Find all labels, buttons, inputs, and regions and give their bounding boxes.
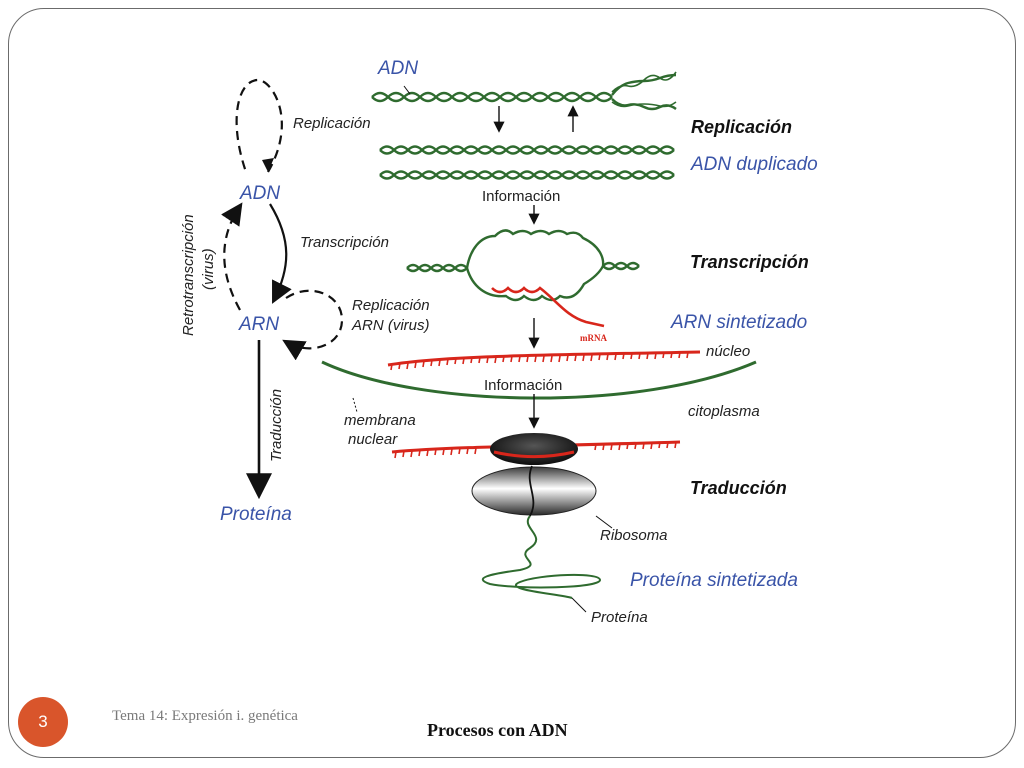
replicacion-heading: Replicación	[691, 117, 792, 137]
retrotranscripcion-virus-label: (virus)	[200, 248, 217, 290]
replicacion-loop-arrow	[235, 78, 283, 173]
adn-duplicado-label: ADN duplicado	[690, 154, 818, 175]
protein-chain	[482, 515, 602, 599]
right-process: mRNA ADN Replicación ADN duplicado Infor…	[321, 58, 818, 626]
traduccion-heading: Traducción	[690, 478, 787, 498]
slide-title: Procesos con ADN	[427, 720, 568, 740]
dna-duplicated-1	[379, 145, 675, 155]
proteina-label: Proteína	[591, 609, 648, 626]
retrotranscripcion-label: Retrotranscripción	[180, 214, 197, 336]
ribosoma-label: Ribosoma	[600, 527, 668, 544]
arn-sintetizado-label: ARN sintetizado	[670, 312, 807, 333]
ribosome-large-subunit	[490, 433, 578, 465]
slide-frame	[8, 8, 1016, 758]
replicacion-arn-label-1: Replicación	[352, 297, 430, 314]
citoplasma-label: citoplasma	[688, 403, 760, 420]
mrna-strand	[491, 286, 605, 328]
nuclear-membrane	[321, 360, 757, 400]
rna-nucleus	[387, 350, 701, 371]
retrotranscripcion-arrow	[221, 202, 243, 311]
replicacion-arn-loop	[282, 289, 344, 361]
adn-node: ADN	[239, 183, 280, 204]
mrna-label: mRNA	[580, 333, 607, 343]
nucleo-label: núcleo	[706, 343, 750, 360]
left-cycle: ADN ARN Proteína Replicación Transcripci…	[180, 78, 430, 525]
page-number-badge: 3	[18, 697, 68, 747]
membrana-label-2: nuclear	[348, 431, 398, 448]
footer-subject: Tema 14: Expresión i. genética	[112, 708, 298, 724]
proteina-node: Proteína	[220, 504, 292, 525]
ribosome-small-subunit	[471, 466, 597, 516]
replicacion-arn-label-2: ARN (virus)	[351, 317, 430, 334]
dna-helix-top	[371, 71, 677, 111]
transcripcion-label: Transcripción	[300, 234, 389, 251]
membrana-label-1: membrana	[344, 412, 416, 429]
traduccion-label: Traducción	[268, 389, 285, 462]
dna-duplicated-2	[379, 170, 675, 180]
transcription-bubble	[406, 229, 640, 302]
replicacion-label: Replicación	[293, 115, 371, 132]
informacion-label-1: Información	[482, 188, 560, 205]
proteina-sintetizada-label: Proteína sintetizada	[630, 570, 798, 591]
transcripcion-heading: Transcripción	[690, 252, 809, 272]
arn-node: ARN	[238, 314, 279, 335]
informacion-label-2: Información	[484, 377, 562, 394]
transcripcion-arrow	[269, 203, 292, 304]
adn-top-label: ADN	[377, 58, 418, 79]
